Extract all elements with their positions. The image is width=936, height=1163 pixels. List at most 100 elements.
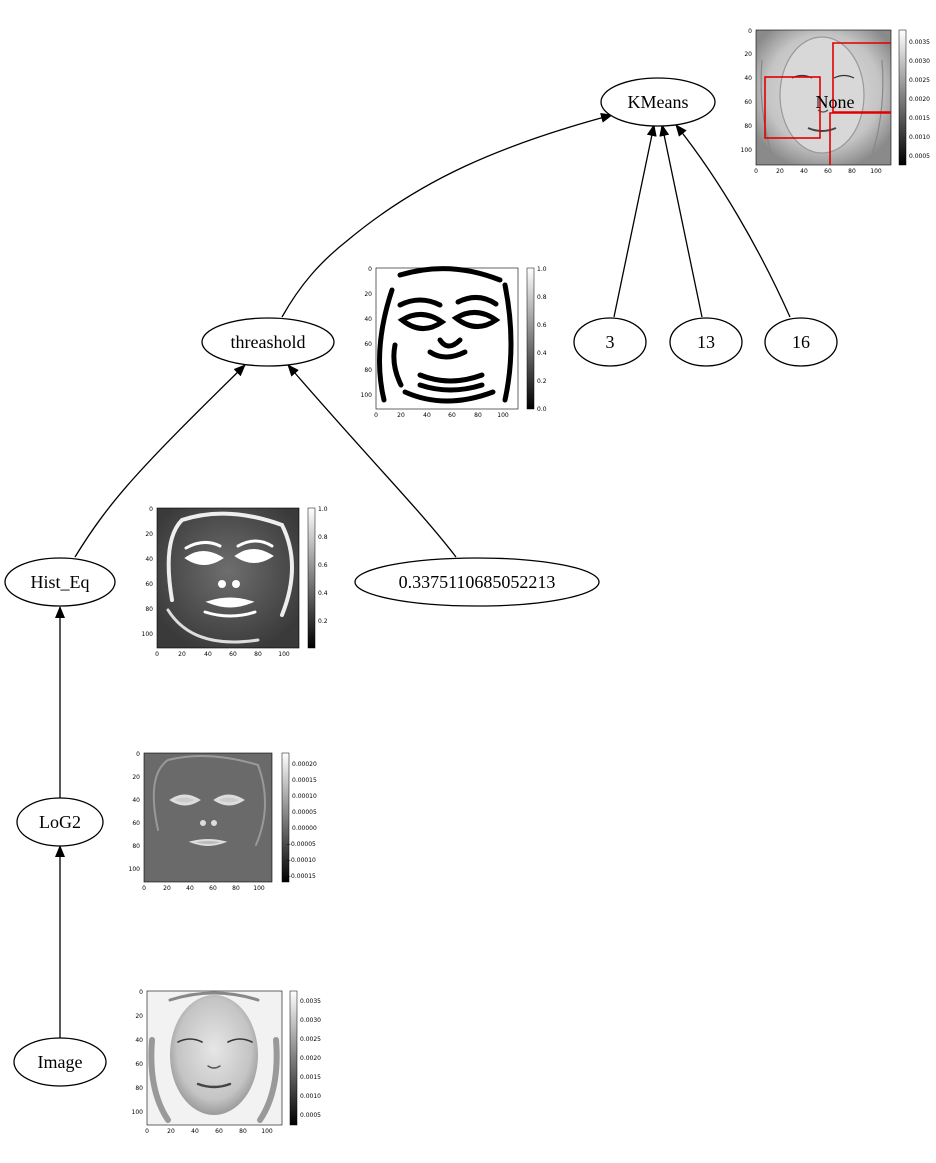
node-label: 3: [606, 332, 615, 352]
face-drawing: [148, 991, 280, 1123]
tick-label: 20: [135, 1013, 143, 1020]
tick-label: 0: [748, 28, 752, 35]
tick-label: 20: [163, 885, 171, 892]
edges: [55, 113, 791, 1038]
tick-label: 0.0020: [909, 96, 930, 103]
colorbar: [281, 752, 290, 883]
y-axis-ticks: 0 20 40 60 80 100: [361, 266, 373, 399]
x-axis-ticks: 0 20 40 60 80 100: [142, 885, 265, 892]
tick-label: 60: [448, 412, 456, 419]
tick-label: 0.0025: [300, 1036, 321, 1043]
tick-label: 60: [364, 341, 372, 348]
tick-label: 40: [204, 651, 212, 658]
tick-label: 0.0005: [909, 153, 930, 160]
colorbar: [289, 990, 298, 1126]
thumbnail-image-output: 0 20 40 60 80 100 0 20 40 60 80 100 0.00…: [132, 989, 322, 1135]
node-16[interactable]: 16: [764, 317, 838, 367]
tick-label: 100: [741, 147, 753, 154]
tick-label: −0.00015: [286, 873, 316, 880]
face-drawing: [760, 36, 884, 156]
colorbar-ticks: 1.0 0.8 0.6 0.4 0.2: [318, 506, 328, 625]
node-label: 16: [792, 332, 810, 352]
node-log2[interactable]: LoG2: [16, 797, 104, 847]
tick-label: 0: [145, 1128, 149, 1135]
tick-label: 0.0015: [909, 115, 930, 122]
node-label: None: [816, 92, 855, 112]
tick-label: 40: [744, 75, 752, 82]
tick-label: 1.0: [318, 506, 328, 513]
colorbar: [307, 507, 316, 649]
tick-label: 20: [132, 774, 140, 781]
tick-label: 20: [776, 168, 784, 175]
tick-label: 0.0020: [300, 1055, 321, 1062]
tick-label: 20: [364, 291, 372, 298]
tick-label: 60: [132, 820, 140, 827]
tick-label: 80: [474, 412, 482, 419]
node-label: LoG2: [39, 812, 81, 832]
x-axis-ticks: 0 20 40 60 80 100: [374, 412, 509, 419]
tick-label: 80: [132, 843, 140, 850]
tick-label: 0.0025: [909, 77, 930, 84]
tick-label: 20: [178, 651, 186, 658]
face-drawing: [152, 755, 266, 846]
node-none[interactable]: None: [816, 92, 855, 112]
tick-label: 100: [129, 866, 141, 873]
node-3[interactable]: 3: [573, 317, 647, 367]
colorbar-ticks: 0.0035 0.0030 0.0025 0.0020 0.0015 0.001…: [300, 998, 321, 1119]
node-threshold-value[interactable]: 0.3375110685052213: [354, 557, 600, 607]
colorbar-ticks: 0.00020 0.00015 0.00010 0.00005 0.00000 …: [286, 761, 317, 880]
tick-label: 0.2: [537, 378, 547, 385]
y-axis-ticks: 0 20 40 60 80 100: [132, 989, 144, 1116]
tick-label: 60: [135, 1061, 143, 1068]
tick-label: 0.4: [537, 350, 547, 357]
node-threashold[interactable]: threashold: [201, 317, 335, 367]
thumbnail-kmeans-output: 0 20 40 60 80 100 0 20 40 60 80 100 0.00…: [741, 28, 931, 175]
tick-label: 80: [254, 651, 262, 658]
tick-label: 40: [191, 1128, 199, 1135]
tick-label: 0.00020: [292, 761, 317, 768]
tick-label: 0: [149, 506, 153, 513]
tick-label: 0.00000: [292, 825, 317, 832]
tick-label: 60: [145, 581, 153, 588]
colorbar: [526, 267, 535, 410]
tick-label: 0: [136, 751, 140, 758]
edge-3-to-kmeans: [613, 124, 657, 318]
tick-label: 40: [800, 168, 808, 175]
tick-label: 40: [364, 316, 372, 323]
tick-label: 100: [361, 392, 373, 399]
tick-label: 80: [848, 168, 856, 175]
tick-label: 0.0015: [300, 1074, 321, 1081]
tick-label: 20: [744, 51, 752, 58]
tick-label: 20: [397, 412, 405, 419]
tick-label: 20: [167, 1128, 175, 1135]
binary-face-edges: [377, 266, 514, 404]
cluster-box-1: [764, 76, 821, 139]
tick-label: −0.00005: [286, 841, 316, 848]
face-drawing: [166, 511, 294, 644]
tick-label: 80: [239, 1128, 247, 1135]
node-image[interactable]: Image: [13, 1037, 107, 1087]
x-axis-ticks: 0 20 40 60 80 100: [155, 651, 290, 658]
tick-label: 0: [155, 651, 159, 658]
tick-label: 40: [135, 1037, 143, 1044]
node-hist-eq[interactable]: Hist_Eq: [4, 557, 116, 607]
tick-label: 0.2: [318, 618, 328, 625]
tick-label: 100: [261, 1128, 273, 1135]
tick-label: 0.4: [318, 590, 328, 597]
colorbar-ticks: 0.0035 0.0030 0.0025 0.0020 0.0015 0.001…: [909, 39, 930, 160]
tick-label: 80: [364, 367, 372, 374]
tick-label: 60: [209, 885, 217, 892]
tick-label: 40: [145, 556, 153, 563]
edge-13-to-kmeans: [659, 124, 703, 318]
edge-16-to-kmeans: [675, 124, 791, 318]
node-kmeans[interactable]: KMeans: [600, 77, 716, 127]
tick-label: 80: [135, 1085, 143, 1092]
node-label: KMeans: [628, 92, 689, 112]
node-13[interactable]: 13: [669, 317, 743, 367]
tick-label: 0.0: [537, 406, 547, 413]
tick-label: 40: [186, 885, 194, 892]
tick-label: 0.0005: [300, 1112, 321, 1119]
edge-hist-eq-to-threashold: [74, 364, 246, 558]
tick-label: 0.00015: [292, 777, 317, 784]
tick-label: 0.0010: [909, 134, 930, 141]
